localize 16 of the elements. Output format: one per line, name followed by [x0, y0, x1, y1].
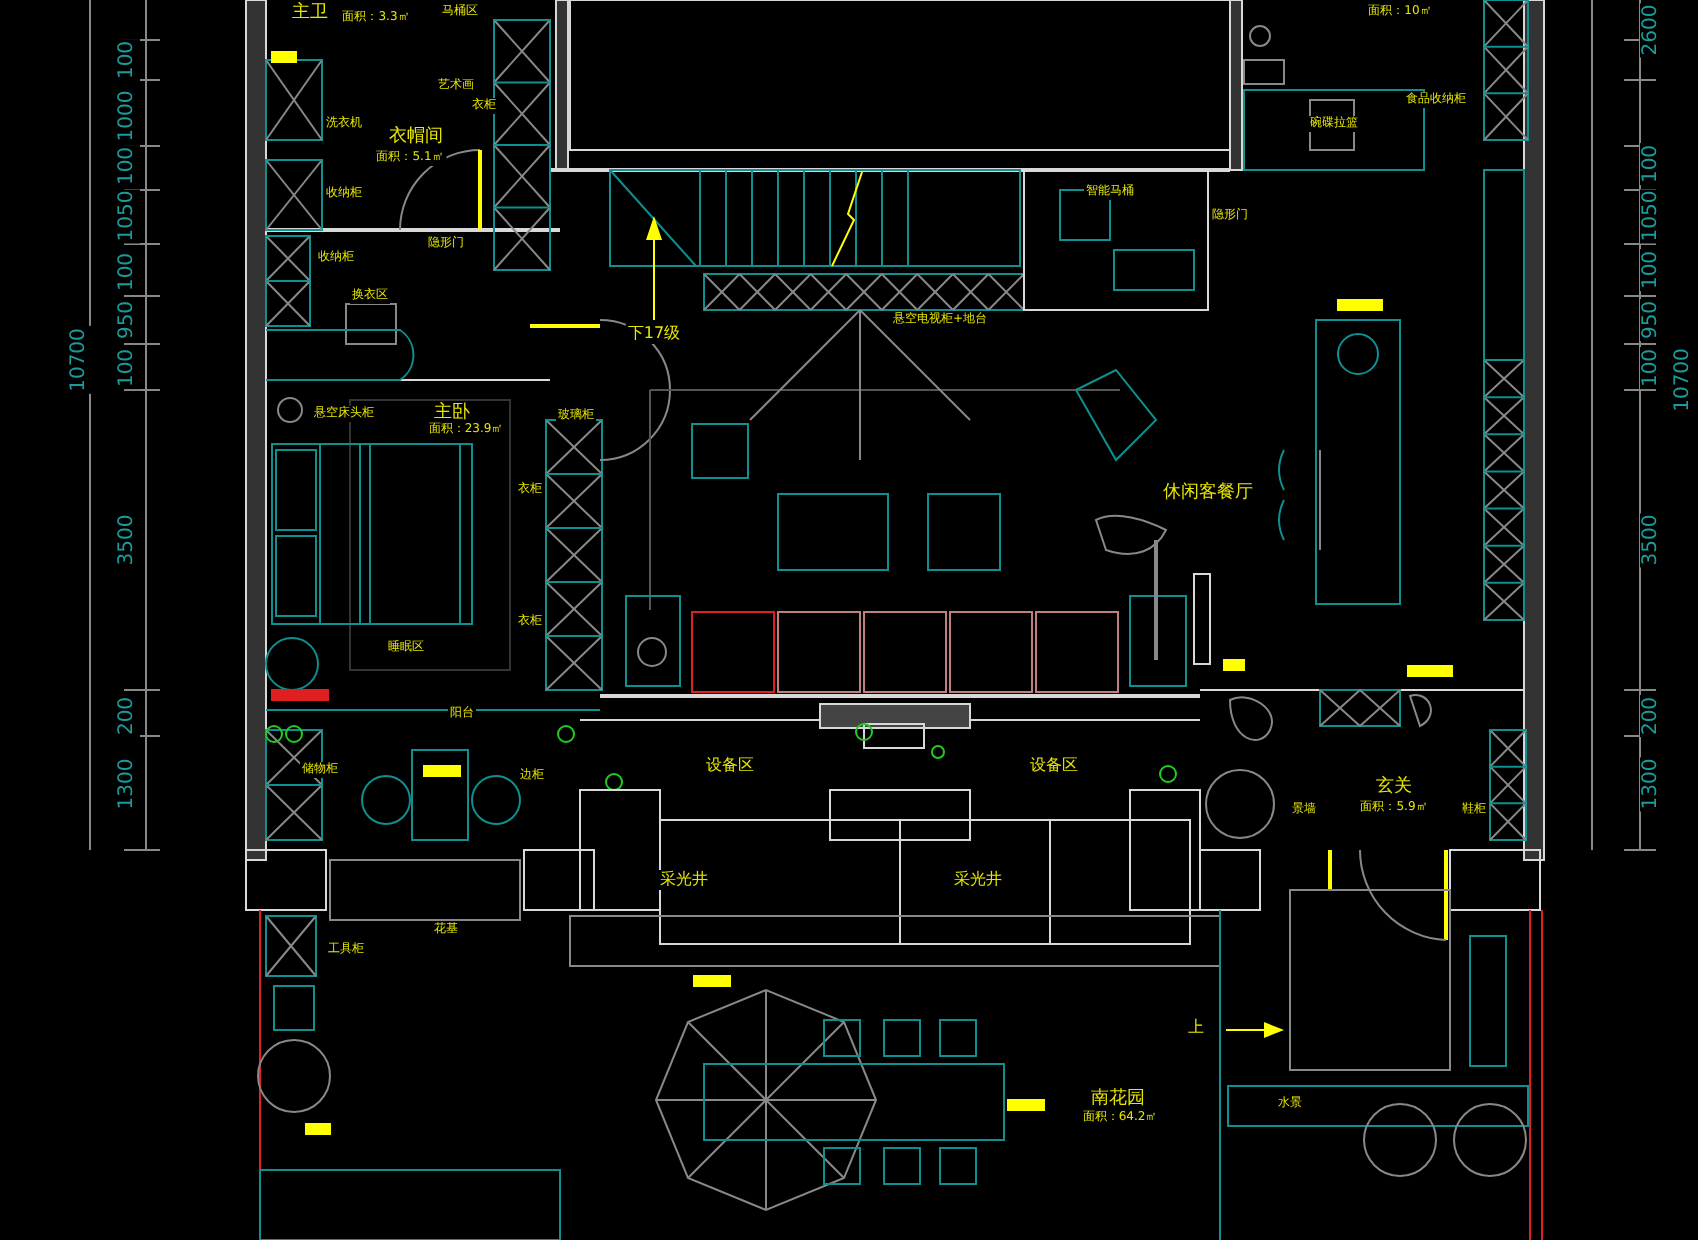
dimension-label: 100	[116, 144, 140, 188]
stair-label: 上	[1186, 1018, 1206, 1038]
room-label: 采光井	[952, 870, 1004, 890]
room-label: 休闲客餐厅	[1161, 483, 1255, 505]
room-label: 主卧	[432, 403, 472, 425]
dimension-label: 100	[116, 38, 140, 82]
room-label: 玄关	[1374, 777, 1414, 799]
room-label: 衣帽间	[387, 127, 445, 149]
dimension-label: 1050	[116, 188, 140, 244]
dimension-label: 10700	[68, 326, 92, 394]
room-label: 南花园	[1089, 1089, 1147, 1111]
dimension-label: 200	[116, 694, 140, 738]
room-label: 采光井	[658, 870, 710, 890]
stair-label: 下17级	[625, 324, 683, 344]
room-label: 设备区	[704, 756, 756, 776]
room-label: 设备区	[1028, 756, 1080, 776]
